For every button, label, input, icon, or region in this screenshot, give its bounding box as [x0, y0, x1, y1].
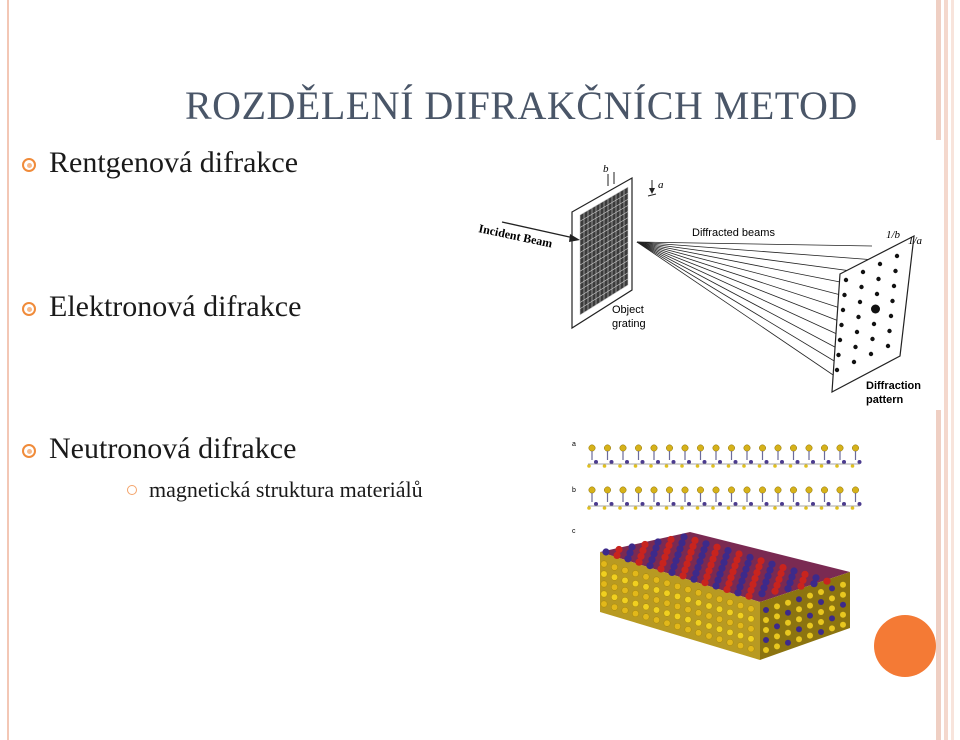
- diffracted-beams-label: Diffracted beams: [692, 227, 775, 239]
- incident-beam-line: [501, 221, 575, 239]
- bullet-label: Rentgenová difrakce: [49, 146, 299, 179]
- spacing-a-label: a: [658, 179, 664, 191]
- object-label: Object: [612, 304, 644, 316]
- sub-bullet-circle-icon: [127, 485, 137, 495]
- panel-a-label: a: [572, 441, 576, 448]
- right-decor-bar: [936, 410, 941, 740]
- slide-title: ROZDĚLENÍ DIFRAKČNÍCH METOD: [185, 83, 858, 128]
- diffracted-beams: [636, 241, 873, 382]
- left-rule: [7, 0, 9, 740]
- panel-b-label: b: [572, 487, 576, 494]
- bullet-label: Elektronová difrakce: [49, 290, 302, 323]
- grating-label: grating: [612, 318, 646, 330]
- bullet-circle-icon: [22, 444, 36, 458]
- diffraction-diagram: Incident Beam b a Diffracted beams 1/b 1…: [477, 163, 923, 406]
- right-decor-bar: [951, 0, 954, 740]
- panel-c-label: c: [572, 528, 576, 535]
- right-decor-bar: [944, 0, 948, 740]
- right-decor-bar: [936, 0, 941, 140]
- decorative-orange-circle: [874, 615, 936, 677]
- bullet-circle-icon: [22, 158, 36, 172]
- spacing-b-label: b: [603, 163, 609, 175]
- bullet-label: Neutronová difrakce: [49, 432, 297, 465]
- sub-bullet-item: magnetická struktura materiálů: [127, 477, 423, 503]
- magnetic-structure-figure: a b c: [572, 441, 862, 660]
- diffraction-pattern-screen: [831, 234, 915, 394]
- inverse-a-label: 1/a: [908, 235, 923, 247]
- pattern-label-1: Diffraction: [866, 380, 921, 392]
- crystal-slab: [600, 532, 850, 660]
- pattern-label-2: pattern: [866, 394, 904, 406]
- inverse-b-label: 1/b: [886, 229, 901, 241]
- bullet-item-electron: Elektronová difrakce: [22, 290, 301, 324]
- bullet-item-xray: Rentgenová difrakce: [22, 146, 298, 180]
- molecular-chain-a: [587, 444, 862, 468]
- incident-arrow: [569, 234, 580, 242]
- bullet-circle-icon: [22, 302, 36, 316]
- molecular-chain-b: [587, 486, 862, 510]
- bullet-item-neutron: Neutronová difrakce: [22, 432, 296, 466]
- sub-bullet-label: magnetická struktura materiálů: [149, 477, 423, 502]
